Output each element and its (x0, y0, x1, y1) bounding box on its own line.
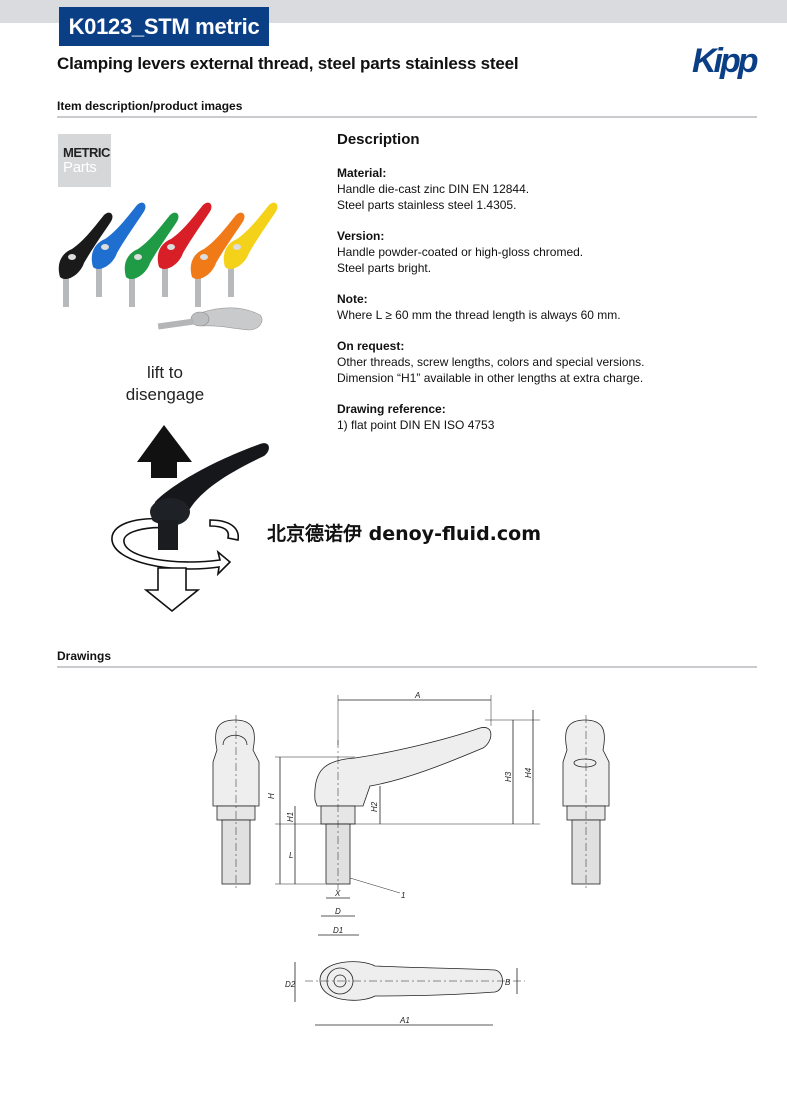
material-line: Steel parts stainless steel 1.4305. (337, 198, 517, 212)
note-label: Note: (337, 292, 368, 306)
side-view-left (212, 715, 260, 890)
side-view-right (562, 715, 610, 890)
page-title: Clamping levers external thread, steel p… (57, 54, 519, 73)
note-line: Where L ≥ 60 mm the thread length is alw… (337, 308, 621, 322)
up-arrow-icon (137, 425, 192, 478)
product-code: K0123_STM metric (59, 7, 269, 46)
dim-B: B (505, 978, 511, 987)
badge-line2: Parts (63, 159, 97, 176)
dim-H3: H3 (504, 771, 513, 782)
dim-A1: A1 (399, 1016, 410, 1025)
dim-H: H (267, 793, 276, 799)
material-line: Handle die-cast zinc DIN EN 12844. (337, 182, 530, 196)
dim-ref-1: 1 (401, 891, 405, 900)
description-panel: Description Material: Handle die-cast zi… (337, 132, 737, 448)
dim-X: X (334, 889, 341, 898)
technical-drawing: A H H1 H2 H3 H4 L X D D1 1 D2 A1 B (212, 691, 610, 1026)
lever-image (190, 212, 245, 307)
material-label: Material: (337, 166, 387, 180)
section-divider (57, 666, 757, 668)
note-block: Note: Where L ≥ 60 mm the thread length … (337, 291, 737, 323)
top-view (294, 961, 525, 1026)
version-line: Handle powder-coated or high-gloss chrom… (337, 245, 584, 259)
version-label: Version: (337, 229, 385, 243)
dim-D: D (335, 907, 341, 916)
lever-image (91, 202, 146, 297)
down-arrow-icon (143, 567, 201, 613)
drawref-block: Drawing reference: 1) flat point DIN EN … (337, 401, 737, 433)
version-block: Version: Handle powder-coated or high-gl… (337, 228, 737, 276)
product-images (58, 202, 278, 331)
description-heading: Description (337, 131, 420, 148)
version-line: Steel parts bright. (337, 261, 432, 275)
lift-to-disengage: lift to disengage (110, 362, 220, 406)
kipp-logo: Kipp (692, 42, 760, 80)
request-label: On request: (337, 339, 405, 353)
lever-image (58, 212, 113, 307)
section-divider (57, 116, 757, 118)
dim-A: A (414, 691, 420, 700)
dim-H1: H1 (286, 812, 295, 822)
drawref-line: 1) flat point DIN EN ISO 4753 (337, 418, 495, 432)
section-item-description: Item description/product images (57, 99, 243, 113)
dim-D2: D2 (285, 980, 296, 989)
material-block: Material: Handle die-cast zinc DIN EN 12… (337, 165, 737, 213)
lever-image (124, 212, 179, 307)
front-view (275, 695, 540, 936)
dim-H4: H4 (524, 767, 533, 778)
badge-line1: METRIC (63, 145, 110, 160)
drawref-label: Drawing reference: (337, 402, 446, 416)
lift-line2: disengage (125, 385, 205, 404)
svg-text:Kipp: Kipp (692, 42, 758, 80)
dim-L: L (289, 851, 293, 860)
request-line: Other threads, screw lengths, colors and… (337, 355, 645, 369)
section-drawings: Drawings (57, 649, 112, 663)
lever-image (223, 202, 278, 297)
grey-lever (157, 307, 263, 331)
request-line: Dimension “H1” available in other length… (337, 371, 644, 385)
lift-line1: lift to (147, 363, 183, 382)
watermark: 北京德诺伊 denoy-fluid.com (267, 523, 542, 545)
lever-image (157, 202, 212, 297)
operation-illustration (111, 425, 269, 613)
request-block: On request: Other threads, screw lengths… (337, 338, 737, 386)
dim-H2: H2 (370, 801, 379, 812)
dim-D1: D1 (333, 926, 343, 935)
metric-parts-badge: METRIC Parts (58, 134, 111, 187)
